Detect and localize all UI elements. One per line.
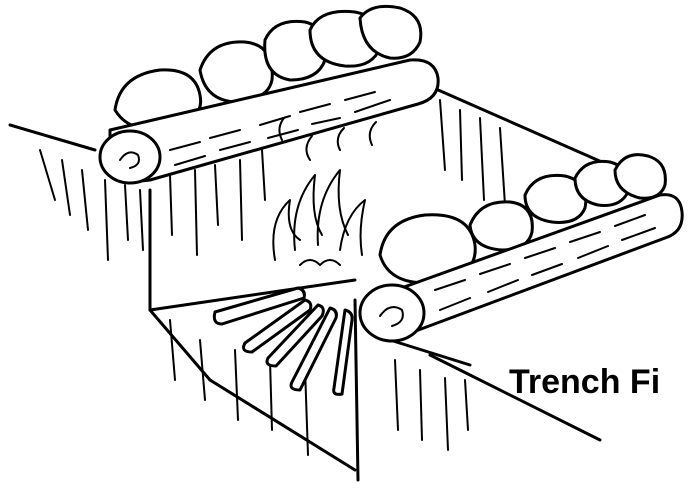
fire-sticks [214,288,352,394]
diagram-caption: Trench Fi [509,362,660,402]
